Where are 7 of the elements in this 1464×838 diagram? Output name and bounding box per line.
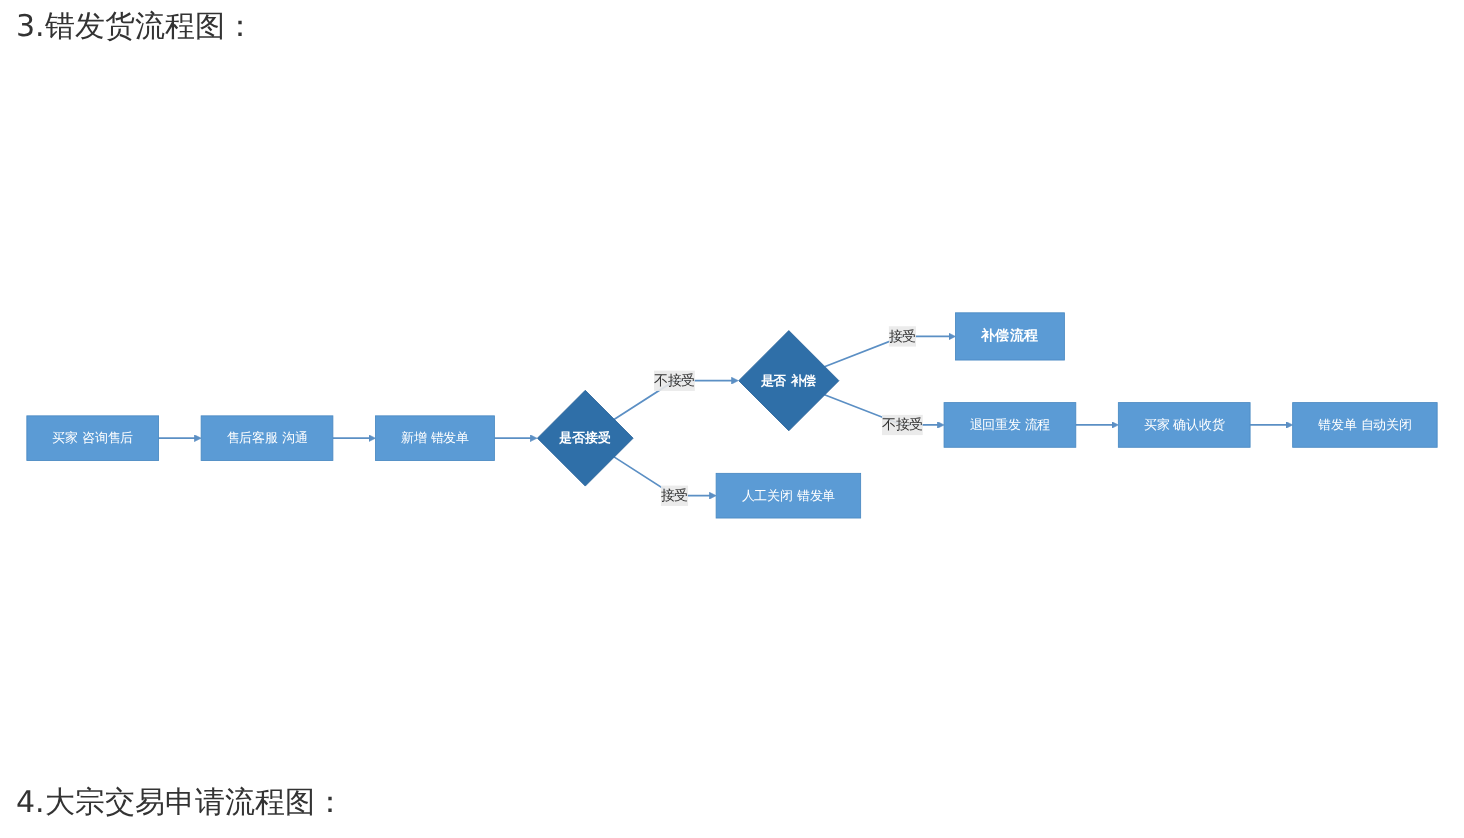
diagram-title: 3.错发货流程图： xyxy=(16,8,255,46)
section-heading: 4.大宗交易申请流程图： xyxy=(16,784,345,822)
arrow xyxy=(1074,421,1119,430)
arrow xyxy=(493,435,538,443)
arrow xyxy=(1249,421,1293,430)
arrow xyxy=(332,435,376,443)
arrow xyxy=(157,435,202,443)
